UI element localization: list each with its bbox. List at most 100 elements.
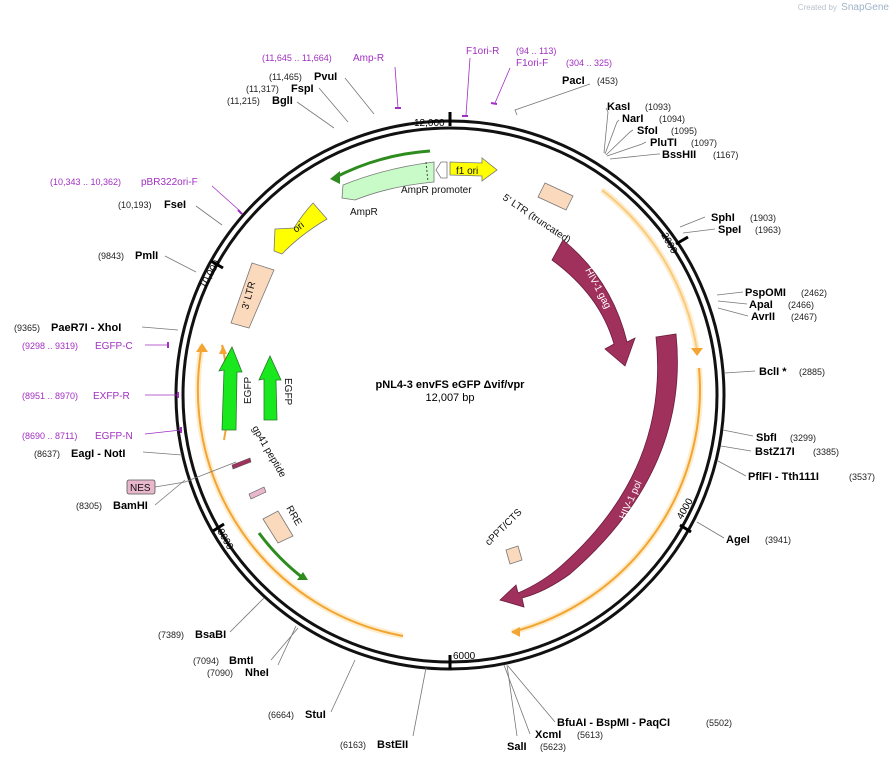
site-position: (453)	[597, 76, 618, 86]
primer-marks	[144, 57, 511, 435]
site-AgeI: AgeI (3941)	[726, 534, 791, 546]
tick-label-10000: 10,000	[198, 258, 223, 290]
site-position: (11,317)	[246, 84, 279, 94]
site-name: BstZ17I	[755, 446, 795, 458]
site-FseI: FseI (10,193)	[118, 199, 186, 211]
tick-12000: 12,000	[414, 112, 452, 129]
primer-range: (9298 .. 9319)	[22, 341, 78, 351]
egfp-left-label: EGFP	[243, 376, 254, 404]
primer-EXFP-R: (8951 .. 8970) EXFP-R	[22, 391, 130, 402]
ampr-divider	[425, 161, 429, 183]
site-name: AgeI	[726, 534, 750, 546]
gp41-label: gp41 peptide	[249, 424, 288, 480]
plasmid-name: pNL4-3 envFS eGFP Δvif/vpr	[376, 379, 526, 391]
site-name: BstEII	[377, 739, 408, 751]
site-name: SfoI	[637, 125, 658, 137]
primer-F1ori-F: F1ori-F (304 .. 325)	[516, 58, 612, 69]
site-position: (6664)	[268, 710, 294, 720]
primer-EGFP-C: (9298 .. 9319) EGFP-C	[22, 341, 133, 352]
site-BamHI: BamHI (8305)	[76, 500, 148, 512]
site-position: (2462)	[801, 288, 827, 298]
site-leaders	[141, 77, 756, 737]
site-name: EagI - NotI	[71, 448, 125, 460]
tick-4000: 4000	[675, 496, 696, 534]
tick-10000: 10,000	[198, 258, 224, 291]
site-position: (2885)	[799, 367, 825, 377]
primer-EGFP-N: (8690 .. 8711) EGFP-N	[22, 431, 133, 442]
cppt-box	[505, 545, 523, 565]
primer-range: (10,343 .. 10,362)	[50, 177, 121, 187]
site-name: PvuI	[314, 71, 337, 83]
site-position: (8637)	[34, 449, 60, 459]
primer-range: (8690 .. 8711)	[22, 431, 77, 441]
primer-Amp-R: (11,645 .. 11,664) Amp-R	[262, 53, 384, 64]
site-BstZ17I: BstZ17I (3385)	[755, 446, 839, 458]
egfp-left-arrow	[218, 346, 243, 431]
primer-range: (304 .. 325)	[566, 58, 612, 68]
ltr5-box	[537, 182, 574, 211]
site-position: (9365)	[14, 323, 40, 333]
site-position: (3941)	[765, 535, 791, 545]
site-name: KasI	[607, 101, 630, 113]
site-SpeI: SpeI (1963)	[718, 224, 781, 236]
site-ApaI: ApaI (2466)	[749, 299, 814, 311]
ampr-arrow	[341, 161, 435, 201]
site-PvuI: PvuI (11,465)	[269, 71, 337, 83]
site-name: SpeI	[718, 224, 741, 236]
site-position: (5613)	[577, 730, 603, 740]
nes-label: NES	[130, 483, 151, 494]
site-SbfI: SbfI (3299)	[756, 432, 816, 444]
site-name: BsaBI	[195, 629, 226, 641]
primer-name: EGFP-C	[95, 341, 133, 352]
site-position: (11,215)	[227, 96, 260, 106]
primer-name: EGFP-N	[95, 431, 133, 442]
site-position: (6163)	[340, 740, 366, 750]
site-FspI: FspI (11,317)	[246, 83, 314, 95]
site-name: NarI	[622, 113, 643, 125]
site-position: (1094)	[659, 114, 685, 124]
site-position: (7090)	[207, 668, 233, 678]
orf-arc-left	[196, 344, 404, 637]
egfp-right-arrow	[258, 355, 282, 421]
primer-pBR322ori-F: (10,343 .. 10,362) pBR322ori-F	[50, 177, 198, 188]
orf-arrow-left	[196, 343, 208, 352]
site-BclI: BclI * (2885)	[759, 366, 825, 378]
site-name: ApaI	[749, 299, 773, 311]
orf-arrow-ampr	[330, 171, 340, 184]
site-name: FspI	[291, 83, 314, 95]
credit-prefix: Created by	[797, 3, 837, 12]
site-name: PacI	[562, 75, 585, 87]
site-BmtI: BmtI (7094)	[193, 655, 253, 667]
site-position: (9843)	[98, 251, 124, 261]
orf-arc-ampr	[333, 149, 431, 180]
ampr-promoter-label: AmpR promoter	[401, 185, 472, 196]
primer-range: (94 .. 113)	[516, 46, 556, 56]
site-position: (1095)	[671, 126, 697, 136]
site-position: (5623)	[540, 742, 566, 752]
site-PflFI-Tth111I: PflFI - Tth111I (3537)	[748, 471, 875, 483]
orf-arrow-right-1	[691, 348, 703, 356]
site-PluTI: PluTI (1097)	[650, 137, 717, 149]
site-position: (1097)	[691, 138, 717, 148]
egfp-right-label: EGFP	[282, 378, 293, 406]
site-position: (2467)	[791, 312, 817, 322]
site-name: BclI *	[759, 366, 787, 378]
primer-name: F1ori-F	[516, 58, 548, 69]
site-name: PmlI	[135, 250, 158, 262]
site-AvrII: AvrII (2467)	[751, 311, 817, 323]
primer-name: pBR322ori-F	[141, 177, 198, 188]
f1-ori-arrow	[449, 157, 498, 182]
ori-arrow	[273, 202, 328, 255]
site-PacI: PacI (453)	[562, 75, 618, 87]
primer-name: Amp-R	[353, 53, 384, 64]
pol-arrow	[499, 333, 678, 608]
primer-range: (8951 .. 8970)	[22, 391, 78, 401]
site-BfuAI-BspMI-PaqCI: BfuAI - BspMI - PaqCI (5502)	[557, 717, 732, 729]
rre-box	[262, 510, 294, 544]
site-position: (3299)	[790, 433, 816, 443]
site-EagI-NotI: EagI - NotI (8637)	[34, 448, 125, 460]
site-position: (1903)	[750, 213, 776, 223]
site-name: SphI	[711, 212, 735, 224]
f1-ori-label: f1 ori	[456, 166, 478, 177]
ori-label: ori	[291, 220, 307, 236]
